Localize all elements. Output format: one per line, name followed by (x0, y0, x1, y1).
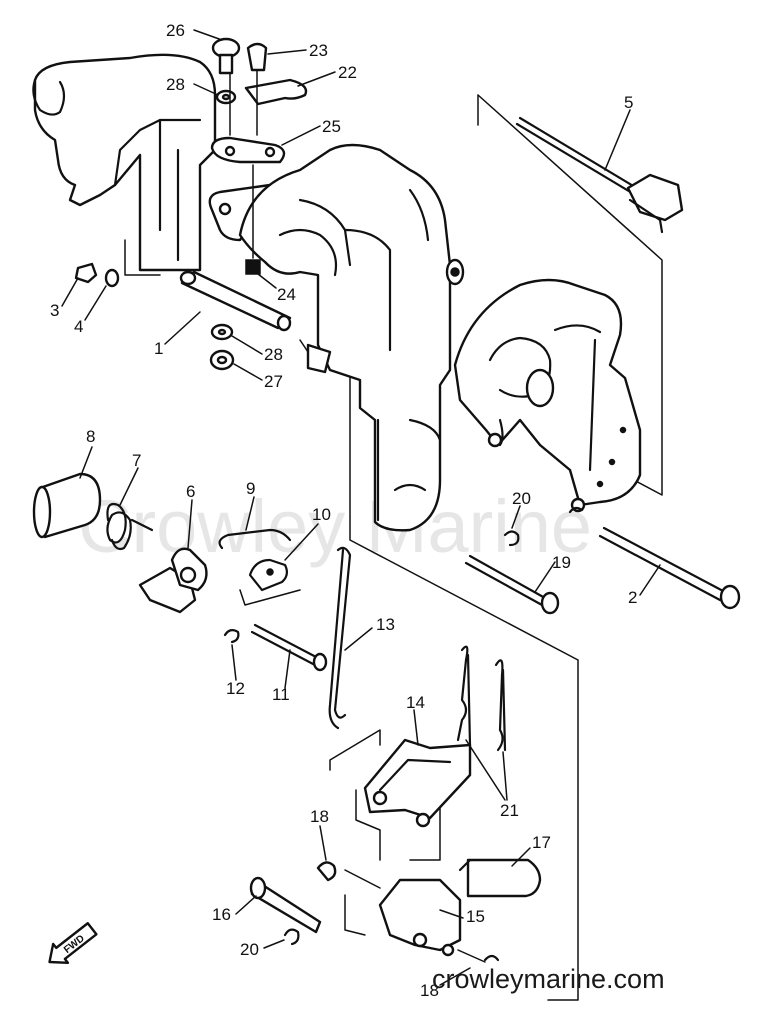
callout-12: 12 (226, 679, 245, 698)
callout-5: 5 (624, 93, 633, 112)
callout-15: 15 (466, 907, 485, 926)
callout-14: 14 (406, 693, 425, 712)
callout-18: 18 (310, 807, 329, 826)
fwd-direction-arrow: FWD (48, 922, 98, 965)
callout-3: 3 (50, 301, 59, 320)
callout-26: 26 (166, 21, 185, 40)
lower-parts (249, 858, 542, 963)
callout-8: 8 (86, 427, 95, 446)
upper-small-parts (74, 37, 332, 374)
site-url: crowleymarine.com (432, 964, 665, 994)
callout-7: 7 (132, 451, 141, 470)
long-pins (464, 506, 741, 615)
lever-parts (223, 546, 352, 730)
callout-21: 21 (500, 801, 519, 820)
callout-leaders (61, 29, 661, 986)
callout-28: 28 (166, 75, 185, 94)
callout-28b: 28 (264, 345, 283, 364)
part-1-tube (179, 270, 292, 332)
callout-11: 11 (272, 685, 290, 704)
upper-left-bracket (32, 53, 217, 272)
callout-20: 20 (512, 489, 531, 508)
callout-18b: 18 (420, 981, 439, 1000)
callout-6: 6 (186, 482, 195, 501)
callout-numbers: 26 23 22 28 25 5 3 4 24 1 28 27 8 7 6 9 … (50, 21, 637, 1000)
callout-2: 2 (628, 588, 637, 607)
watermark-text: Crowley Marine (78, 485, 592, 568)
swivel-bracket (238, 143, 465, 532)
callout-17: 17 (532, 833, 551, 852)
callout-20b: 20 (240, 940, 259, 959)
spring-parts (32, 472, 292, 614)
lower-bracket-and-springs (363, 645, 508, 828)
callout-22: 22 (338, 63, 357, 82)
callout-25: 25 (322, 117, 341, 136)
callout-9: 9 (246, 479, 255, 498)
callout-1: 1 (154, 339, 163, 358)
part-5-rod (515, 116, 684, 234)
callout-23: 23 (309, 41, 328, 60)
clamp-bracket (453, 278, 642, 513)
callout-4: 4 (74, 317, 83, 336)
callout-10: 10 (312, 505, 331, 524)
callout-16: 16 (212, 905, 231, 924)
callout-27: 27 (264, 372, 283, 391)
callout-24: 24 (277, 285, 296, 304)
callout-19: 19 (552, 553, 571, 572)
callout-13: 13 (376, 615, 395, 634)
